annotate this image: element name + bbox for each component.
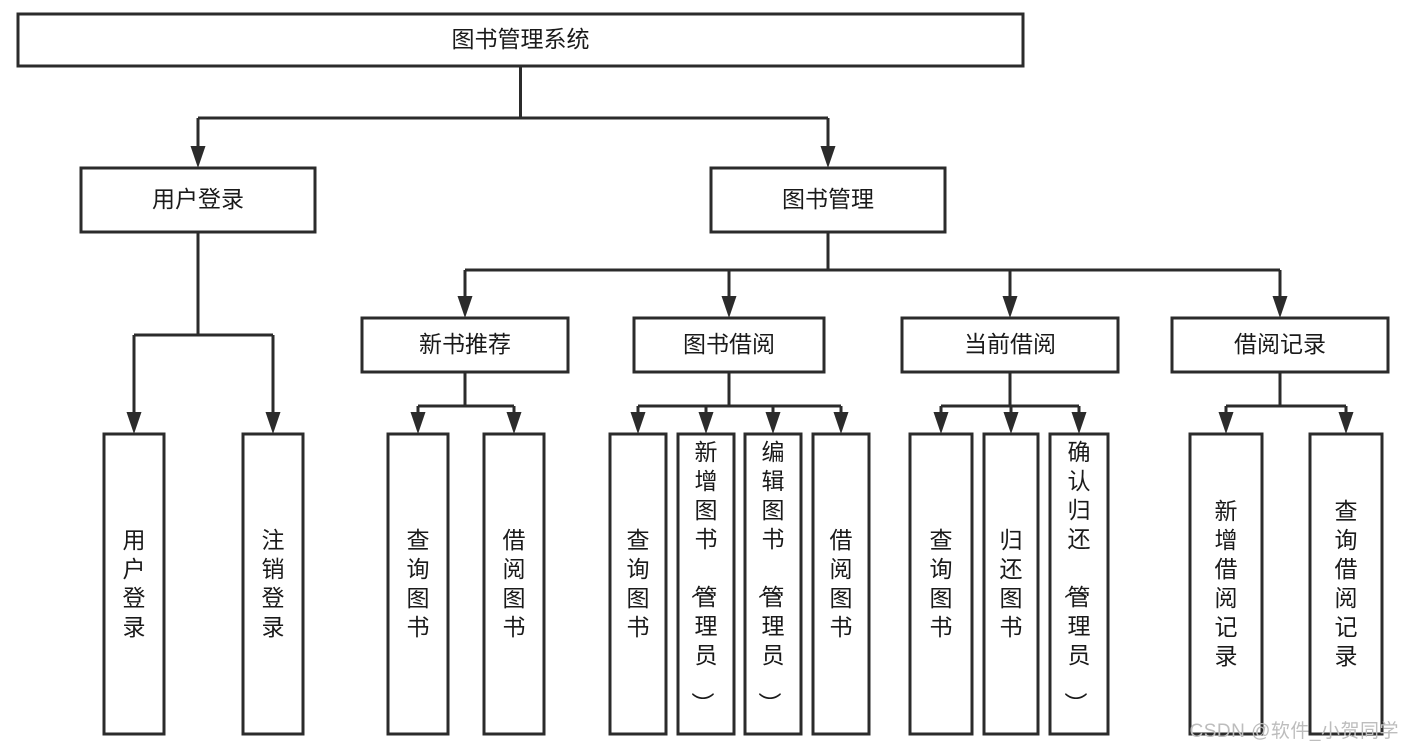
leaf-label: 归还图书 bbox=[1000, 527, 1023, 640]
leaf-box bbox=[676, 432, 736, 736]
leaf-box bbox=[241, 432, 305, 736]
leaf-box bbox=[982, 432, 1040, 736]
arrow-head-icon bbox=[933, 412, 949, 434]
leaf-label: 借阅图书 bbox=[503, 527, 526, 640]
arrow-head-icon bbox=[265, 412, 281, 434]
node-level3-3[interactable]: 当前借阅 bbox=[900, 316, 1120, 374]
node-box bbox=[709, 166, 947, 234]
node-root-system[interactable]: 图书管理系统 bbox=[16, 12, 1025, 68]
node-boxes: 图书管理系统用户登录图书管理新书推荐图书借阅当前借阅借阅记录用户登录注销登录查询… bbox=[16, 12, 1390, 736]
leaf-user-login-2[interactable]: 注销登录 bbox=[241, 432, 305, 736]
leaf-label: 查询图书 bbox=[930, 527, 953, 640]
leaf-book-borrow-4[interactable]: 借阅图书 bbox=[811, 432, 871, 736]
arrow-head-icon bbox=[1338, 412, 1354, 434]
arrow-head-icon bbox=[126, 412, 142, 434]
leaf-book-borrow-3[interactable]: 编辑图书（管理员） bbox=[743, 432, 803, 736]
leaf-box bbox=[386, 432, 450, 736]
arrow-head-icon bbox=[190, 146, 206, 168]
node-label: 新书推荐 bbox=[419, 331, 511, 357]
node-label: 图书管理系统 bbox=[452, 26, 590, 52]
leaf-label: 新增借阅记录 bbox=[1215, 498, 1238, 669]
node-box bbox=[79, 166, 317, 234]
leaf-label: 确认归还（管理员） bbox=[1063, 439, 1091, 715]
arrow-head-icon bbox=[833, 412, 849, 434]
node-level3-2[interactable]: 图书借阅 bbox=[632, 316, 826, 374]
node-level3-4[interactable]: 借阅记录 bbox=[1170, 316, 1390, 374]
leaf-box bbox=[1048, 432, 1110, 736]
leaf-new-book-recommend-1[interactable]: 查询图书 bbox=[386, 432, 450, 736]
node-box bbox=[16, 12, 1025, 68]
leaf-current-borrow-1[interactable]: 查询图书 bbox=[908, 432, 974, 736]
arrow-head-icon bbox=[410, 412, 426, 434]
node-box bbox=[1170, 316, 1390, 374]
leaf-box bbox=[1188, 432, 1264, 736]
leaf-label: 查询图书 bbox=[407, 527, 430, 640]
leaf-label: 查询借阅记录 bbox=[1335, 498, 1358, 669]
leaf-box bbox=[811, 432, 871, 736]
node-label: 图书管理 bbox=[782, 186, 874, 212]
leaf-box bbox=[102, 432, 166, 736]
leaf-user-login-1[interactable]: 用户登录 bbox=[102, 432, 166, 736]
leaf-label: 查询图书 bbox=[627, 527, 650, 640]
leaf-label: 用户登录 bbox=[123, 527, 146, 640]
leaf-current-borrow-2[interactable]: 归还图书 bbox=[982, 432, 1040, 736]
leaf-borrow-record-2[interactable]: 查询借阅记录 bbox=[1308, 432, 1384, 736]
leaf-label: 编辑图书（管理员） bbox=[757, 439, 785, 715]
node-label: 图书借阅 bbox=[683, 331, 775, 357]
node-level2-2[interactable]: 图书管理 bbox=[709, 166, 947, 234]
connector-edges bbox=[126, 66, 1354, 434]
node-label: 用户登录 bbox=[152, 186, 244, 212]
leaf-box bbox=[608, 432, 668, 736]
arrow-head-icon bbox=[457, 296, 473, 318]
node-box bbox=[900, 316, 1120, 374]
leaf-label: 新增图书（管理员） bbox=[690, 439, 718, 715]
arrow-head-icon bbox=[1003, 412, 1019, 434]
leaf-box bbox=[743, 432, 803, 736]
leaf-box bbox=[1308, 432, 1384, 736]
arrow-head-icon bbox=[506, 412, 522, 434]
arrow-head-icon bbox=[698, 412, 714, 434]
arrow-head-icon bbox=[721, 296, 737, 318]
arrow-head-icon bbox=[1002, 296, 1018, 318]
node-box bbox=[632, 316, 826, 374]
arrow-head-icon bbox=[820, 146, 836, 168]
leaf-current-borrow-3[interactable]: 确认归还（管理员） bbox=[1048, 432, 1110, 736]
leaf-book-borrow-1[interactable]: 查询图书 bbox=[608, 432, 668, 736]
node-level3-1[interactable]: 新书推荐 bbox=[360, 316, 570, 374]
leaf-box bbox=[482, 432, 546, 736]
arrow-head-icon bbox=[1272, 296, 1288, 318]
leaf-book-borrow-2[interactable]: 新增图书（管理员） bbox=[676, 432, 736, 736]
leaf-label: 借阅图书 bbox=[830, 527, 853, 640]
leaf-box bbox=[908, 432, 974, 736]
leaf-new-book-recommend-2[interactable]: 借阅图书 bbox=[482, 432, 546, 736]
watermark-text: CSDN @软件_小贺同学 bbox=[1189, 721, 1399, 742]
arrow-head-icon bbox=[1071, 412, 1087, 434]
node-box bbox=[360, 316, 570, 374]
node-label: 当前借阅 bbox=[964, 331, 1056, 357]
leaf-borrow-record-1[interactable]: 新增借阅记录 bbox=[1188, 432, 1264, 736]
node-level2-1[interactable]: 用户登录 bbox=[79, 166, 317, 234]
arrow-head-icon bbox=[630, 412, 646, 434]
arrow-head-icon bbox=[765, 412, 781, 434]
node-label: 借阅记录 bbox=[1234, 331, 1326, 357]
leaf-label: 注销登录 bbox=[262, 527, 285, 640]
arrow-head-icon bbox=[1218, 412, 1234, 434]
